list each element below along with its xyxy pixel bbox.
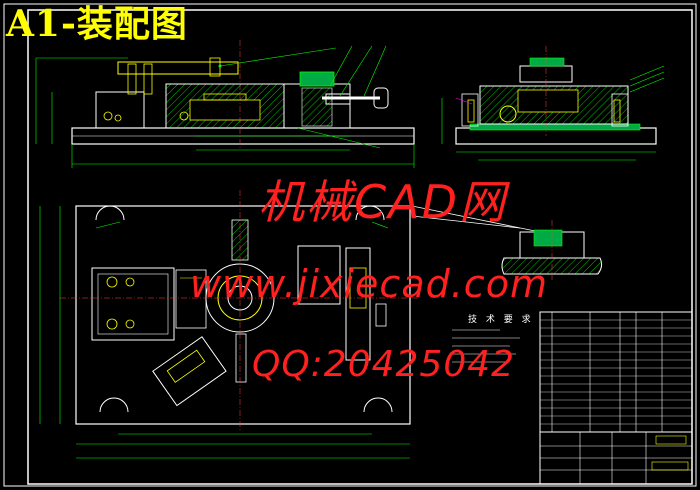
sheet-title: A1-装配图 bbox=[6, 3, 188, 45]
tech-requirements bbox=[452, 329, 520, 363]
plan-left-fixture bbox=[91, 267, 175, 341]
tech-requirements-title: 技 术 要 求 bbox=[468, 315, 534, 325]
watermark-qq: QQ:20425042 bbox=[252, 344, 516, 385]
inner-frame bbox=[27, 9, 693, 485]
sheet-border bbox=[3, 3, 697, 487]
front-view[interactable] bbox=[35, 40, 415, 168]
detail-view[interactable] bbox=[501, 220, 603, 280]
watermark-site-name: 机械CAD网 bbox=[258, 175, 508, 229]
side-base-plate bbox=[455, 127, 657, 145]
plan-angled-block bbox=[152, 336, 227, 407]
plan-base-outline bbox=[75, 205, 411, 425]
front-handle-knob bbox=[373, 87, 389, 109]
watermark-url: www.jixiecad.com bbox=[190, 262, 548, 306]
front-left-block bbox=[95, 91, 145, 129]
parts-list-table[interactable] bbox=[539, 311, 693, 433]
plan-right-clamp bbox=[297, 245, 341, 305]
front-clamp-plate bbox=[117, 61, 239, 75]
plan-view[interactable] bbox=[39, 190, 541, 459]
side-view[interactable] bbox=[441, 46, 665, 161]
title-block[interactable] bbox=[539, 431, 693, 485]
